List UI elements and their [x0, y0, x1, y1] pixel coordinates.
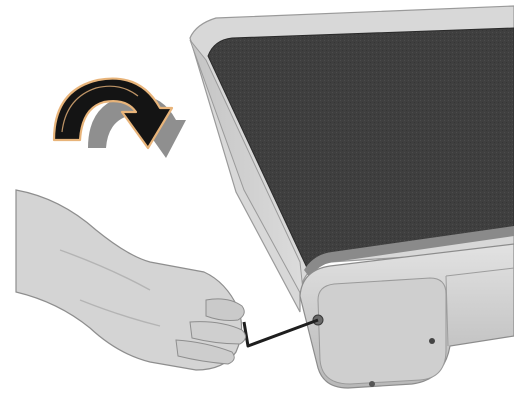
thumb [206, 299, 244, 321]
hex-key-icon [244, 320, 318, 346]
forearm [16, 190, 242, 370]
cap-screw [429, 338, 435, 344]
rear-corner-block [318, 278, 446, 384]
hand [16, 190, 246, 370]
foot-screw [369, 381, 375, 387]
clockwise-rotation-arrow-icon [54, 79, 186, 158]
